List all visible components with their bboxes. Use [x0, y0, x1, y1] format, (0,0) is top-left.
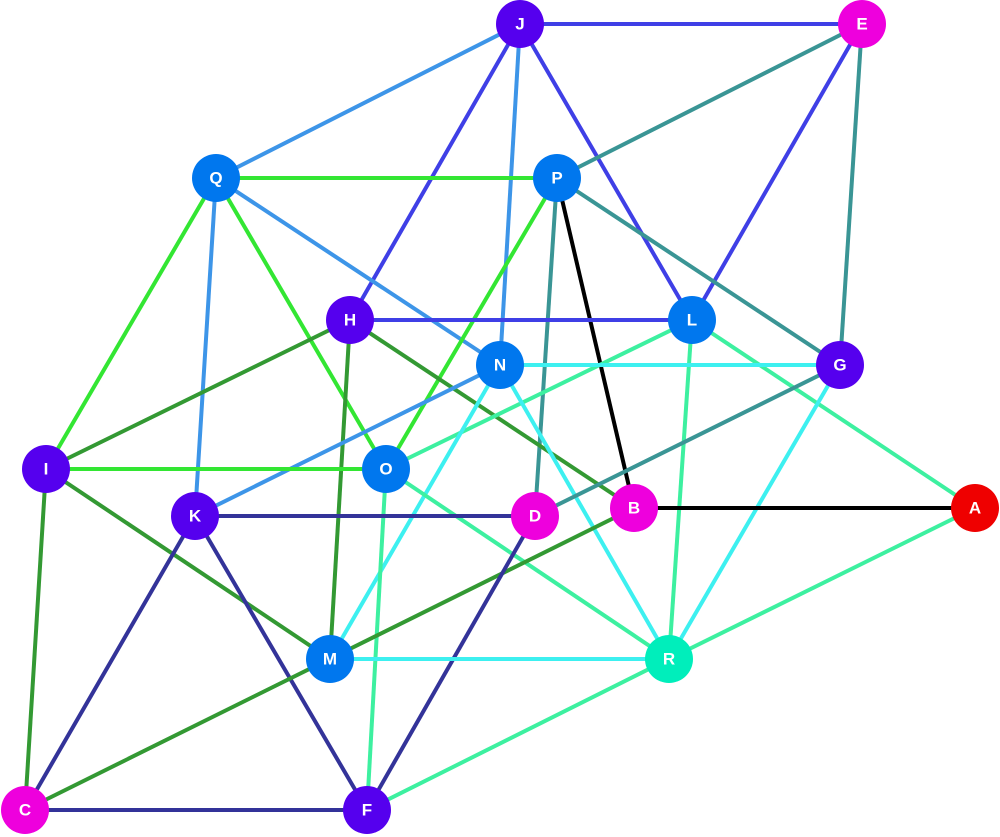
edge-h-m — [328, 319, 352, 660]
node-m: M — [306, 635, 354, 683]
node-f: F — [343, 786, 391, 834]
edge-i-c — [23, 468, 48, 811]
node-circle-d — [511, 492, 559, 540]
node-circle-f — [343, 786, 391, 834]
node-circle-b — [610, 484, 658, 532]
edge-l-a — [690, 318, 977, 510]
node-circle-m — [306, 635, 354, 683]
node-label-g: G — [833, 356, 846, 375]
edge-q-i — [44, 176, 218, 471]
node-circle-o — [362, 445, 410, 493]
edge-l-o — [385, 318, 693, 471]
node-a: A — [951, 484, 999, 532]
node-b: B — [610, 484, 658, 532]
edge-o-f — [365, 468, 388, 811]
edge-h-i — [45, 318, 351, 471]
edge-p-o — [384, 176, 559, 471]
node-circle-q — [192, 154, 240, 202]
node-circle-i — [22, 445, 70, 493]
edge-h-b — [348, 318, 636, 510]
node-label-q: Q — [209, 169, 222, 188]
node-label-h: H — [344, 311, 356, 330]
node-k: K — [171, 492, 219, 540]
node-label-j: J — [515, 15, 524, 34]
edge-e-g — [838, 23, 864, 366]
node-i: I — [22, 445, 70, 493]
node-label-l: L — [687, 311, 697, 330]
node-label-r: R — [663, 650, 675, 669]
node-label-m: M — [323, 650, 337, 669]
edge-o-r — [384, 467, 671, 661]
node-p: P — [533, 154, 581, 202]
node-label-e: E — [856, 15, 867, 34]
node-circle-k — [171, 492, 219, 540]
node-n: N — [476, 341, 524, 389]
node-e: E — [838, 0, 886, 48]
node-label-k: K — [189, 507, 202, 526]
node-d: D — [511, 492, 559, 540]
node-circle-c — [1, 786, 49, 834]
node-circle-p — [533, 154, 581, 202]
node-label-n: N — [494, 356, 506, 375]
node-l: L — [668, 296, 716, 344]
edge-p-g — [555, 176, 842, 367]
edge-n-m — [328, 363, 502, 661]
node-circle-j — [496, 0, 544, 48]
edge-p-d — [533, 177, 559, 517]
edge-q-k — [193, 177, 218, 517]
edge-j-n — [498, 23, 522, 366]
node-o: O — [362, 445, 410, 493]
edge-p-b — [555, 177, 636, 509]
node-circle-a — [951, 484, 999, 532]
edge-n-k — [194, 363, 501, 518]
edge-e-p — [556, 22, 863, 180]
edge-l-r — [667, 319, 694, 660]
node-circle-l — [668, 296, 716, 344]
node-circle-e — [838, 0, 886, 48]
node-circle-h — [326, 296, 374, 344]
edge-d-f — [365, 515, 537, 811]
node-circle-g — [816, 341, 864, 389]
node-label-c: C — [19, 801, 31, 820]
node-h: H — [326, 296, 374, 344]
node-circle-r — [645, 635, 693, 683]
edge-i-m — [44, 467, 332, 661]
edge-q-o — [214, 176, 388, 471]
edge-g-r — [667, 363, 842, 661]
node-label-b: B — [628, 499, 640, 518]
edge-k-c — [23, 514, 197, 812]
edge-k-f — [193, 514, 369, 812]
edge-j-h — [348, 23, 522, 321]
node-g: G — [816, 341, 864, 389]
node-label-a: A — [969, 499, 981, 518]
node-label-f: F — [362, 801, 372, 820]
node-label-p: P — [551, 169, 562, 188]
node-label-i: I — [44, 460, 49, 479]
edge-j-q — [215, 22, 521, 180]
edge-g-d — [534, 363, 841, 518]
node-circle-n — [476, 341, 524, 389]
edge-r-f — [366, 657, 670, 812]
edge-n-r — [498, 364, 671, 660]
node-j: J — [496, 0, 544, 48]
edges-layer — [23, 22, 977, 812]
node-r: R — [645, 635, 693, 683]
edge-q-n — [214, 176, 502, 367]
edge-e-l — [690, 23, 864, 321]
node-label-o: O — [379, 460, 392, 479]
node-q: Q — [192, 154, 240, 202]
edge-j-l — [518, 22, 694, 322]
node-label-d: D — [529, 507, 541, 526]
node-c: C — [1, 786, 49, 834]
edge-a-r — [668, 506, 976, 661]
